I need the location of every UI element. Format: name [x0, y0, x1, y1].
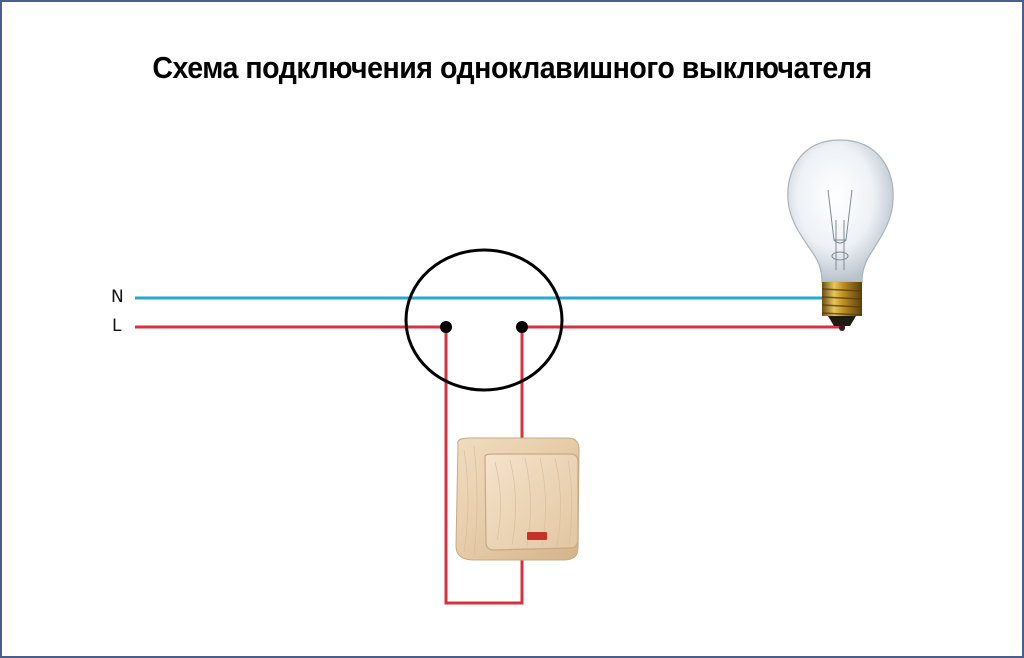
junction-box: [404, 248, 564, 392]
terminal-dot-left: [440, 321, 452, 333]
line-label: L: [112, 316, 122, 336]
switch-icon: [455, 437, 580, 561]
diagram-title: Схема подключения одноклавишного выключа…: [152, 50, 872, 85]
light-bulb-icon: [787, 139, 894, 331]
neutral-label: N: [111, 287, 124, 307]
indicator-light-icon: [527, 532, 547, 540]
terminal-dot-right: [516, 321, 528, 333]
